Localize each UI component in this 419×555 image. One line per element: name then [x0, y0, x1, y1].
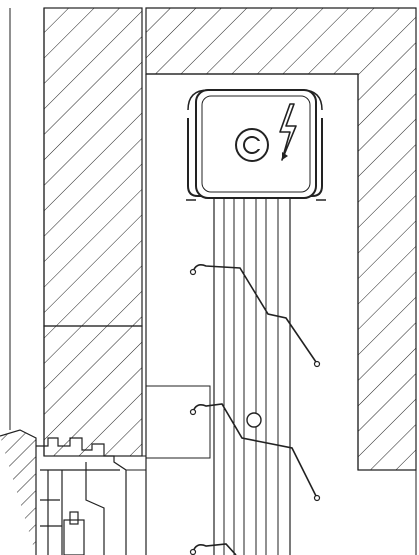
left-hatched-wall [43, 7, 143, 327]
housing-step-edge [126, 455, 147, 555]
lightning-bolt-icon [279, 103, 297, 161]
bushing-block [145, 385, 211, 459]
spring-wire-upper [192, 264, 317, 363]
lower-right-housing-edge [358, 469, 417, 555]
vertical-guide-rails [213, 198, 291, 555]
spring-wire-middle [192, 403, 317, 497]
camera-lens-icon [235, 128, 269, 162]
top-hatched-housing [145, 7, 417, 471]
pivot-pin [246, 412, 262, 428]
gear-mechanism [0, 429, 127, 555]
spring-wires [189, 264, 321, 555]
lower-left-hatched-block [43, 325, 143, 457]
